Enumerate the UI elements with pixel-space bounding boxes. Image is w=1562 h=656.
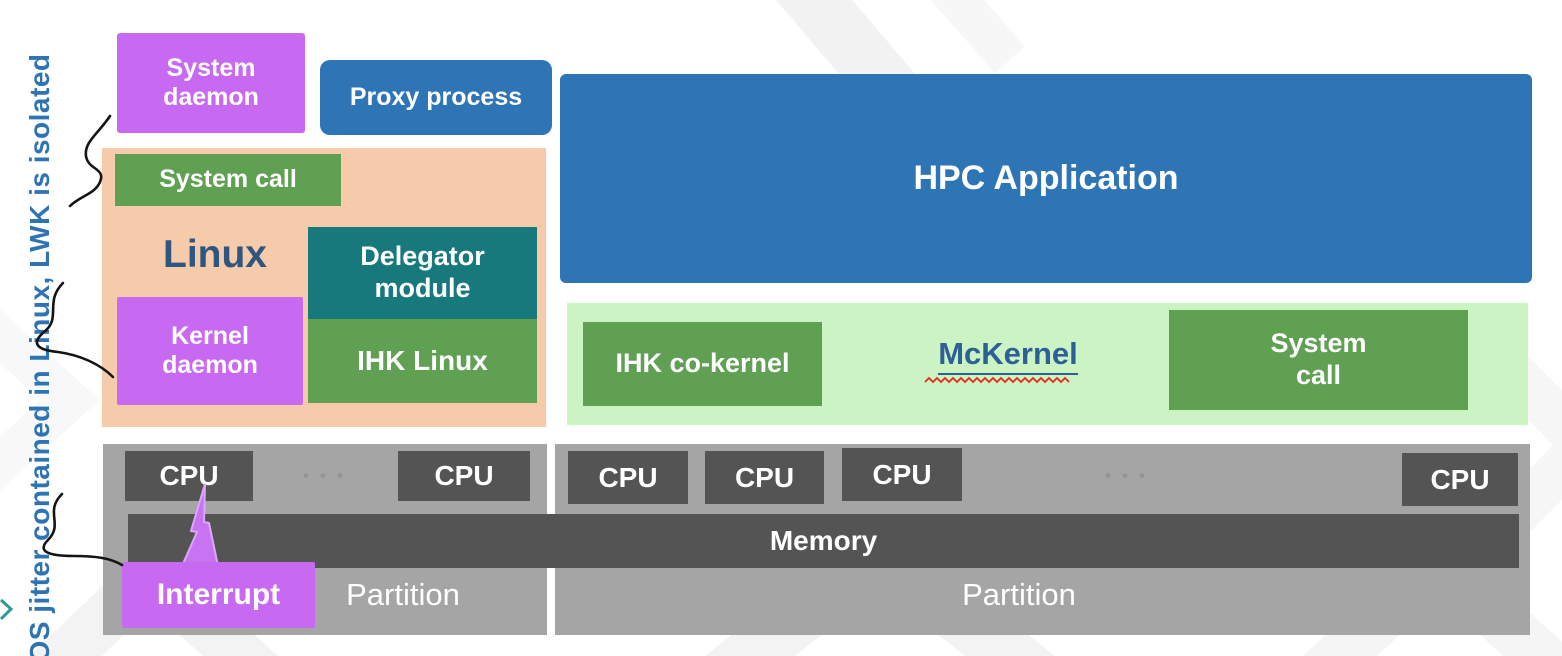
system-call-label: System call [159,165,297,194]
mckernel-title: McKernel [922,336,1094,384]
squiggle-connector-top [68,114,112,208]
system-call-label: call [1295,360,1342,390]
system-call-linux-box: System call [115,154,341,206]
cpu-box: CPU [842,448,962,501]
cpu-box: CPU [568,451,688,504]
cpu-label: CPU [159,460,219,492]
system-daemon-label: daemon [163,83,259,111]
squiggle-connector-bottom [42,492,124,567]
hpc-application-box: HPC Application [560,74,1532,283]
proxy-process-box: Proxy process [320,60,552,135]
cpu-label: CPU [872,458,932,490]
cpu-label: CPU [1430,463,1490,495]
cpu-box: CPU [398,451,530,501]
delegator-module-box: Delegator module [308,227,537,319]
cpu-label: CPU [598,461,658,493]
cpu-label: CPU [434,460,494,492]
delegator-module-label: Delegator [360,241,485,272]
cpu-ellipsis-right: ••• [1105,466,1156,485]
kernel-daemon-label: daemon [162,351,258,379]
ihk-co-kernel-label: IHK co-kernel [615,348,790,379]
cpu-ellipsis-left: ••• [303,466,354,485]
spellcheck-squiggle [924,376,1070,384]
mckernel-label: McKernel [938,336,1078,375]
memory-label: Memory [769,525,878,557]
squiggle-connector-middle [35,281,115,379]
squiggle-connectors [35,114,124,567]
proxy-process-label: Proxy process [349,82,523,111]
interrupt-label: Interrupt [156,578,281,612]
cpu-box: CPU [1402,453,1518,506]
partition-right-label: Partition [962,577,1076,612]
memory-bar: Memory [128,514,1519,568]
system-daemon-label: System [166,53,256,82]
interrupt-box: Interrupt [122,562,315,628]
ihk-co-kernel-box: IHK co-kernel [583,322,822,406]
cpu-box: CPU [125,451,253,501]
cpu-label: CPU [734,461,795,493]
delegator-module-label: module [374,273,471,303]
clipped-accent-mark [0,598,14,621]
system-call-label: System [1270,328,1367,359]
system-daemon-box: System daemon [117,33,305,133]
cpu-box: CPU [705,451,824,504]
linux-label: Linux [163,233,267,276]
ihk-linux-box: IHK Linux [308,319,537,403]
system-call-mckernel-box: System call [1169,310,1468,410]
kernel-daemon-box: Kernel daemon [117,297,303,405]
hpc-application-label: HPC Application [913,159,1179,198]
partition-left-label: Partition [346,577,460,612]
kernel-daemon-label: Kernel [171,321,249,350]
ihk-linux-label: IHK Linux [357,345,488,377]
